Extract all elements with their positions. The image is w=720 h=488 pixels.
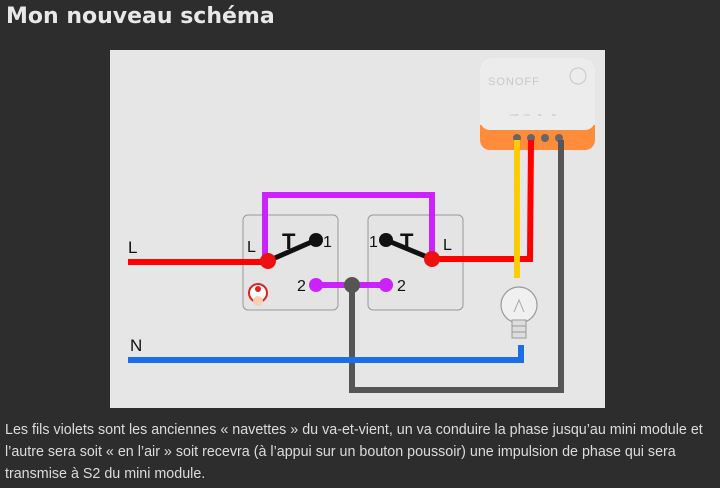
right-pushbutton-icon: T bbox=[400, 229, 414, 254]
traveler-top-wire bbox=[262, 192, 435, 262]
svg-text:2: 2 bbox=[297, 278, 306, 295]
right-switch-box bbox=[367, 214, 464, 311]
svg-text:1: 1 bbox=[323, 234, 332, 251]
phase-label: L bbox=[128, 238, 137, 257]
phase-to-module-wire bbox=[432, 139, 534, 262]
light-bulb-icon bbox=[500, 286, 538, 339]
left-pushbutton-icon: T bbox=[282, 229, 296, 254]
sonoff-module: SONOFF L OUT L IN S1 S2 bbox=[480, 58, 595, 150]
neutral-wire bbox=[128, 345, 524, 363]
neutral-label: N bbox=[130, 336, 142, 355]
svg-text:1: 1 bbox=[369, 234, 378, 251]
svg-text:L: L bbox=[247, 239, 256, 256]
page-title: Mon nouveau schéma bbox=[6, 4, 275, 29]
svg-text:L: L bbox=[443, 237, 452, 254]
module-brand: SONOFF bbox=[488, 76, 540, 88]
svg-text:S2: S2 bbox=[552, 113, 556, 117]
description-text: Les fils violets sont les anciennes « na… bbox=[5, 422, 703, 482]
svg-text:L OUT: L OUT bbox=[510, 113, 519, 117]
s2-wire bbox=[349, 140, 564, 393]
module-button bbox=[569, 67, 587, 85]
svg-text:2: 2 bbox=[397, 278, 406, 295]
svg-text:L IN: L IN bbox=[524, 113, 529, 117]
junction-dot bbox=[344, 277, 360, 293]
wiring-diagram: SONOFF L OUT L IN S1 S2 T T L N L 1 2 bbox=[110, 50, 605, 408]
mascot-icon bbox=[248, 283, 268, 306]
svg-text:S1: S1 bbox=[538, 113, 542, 117]
